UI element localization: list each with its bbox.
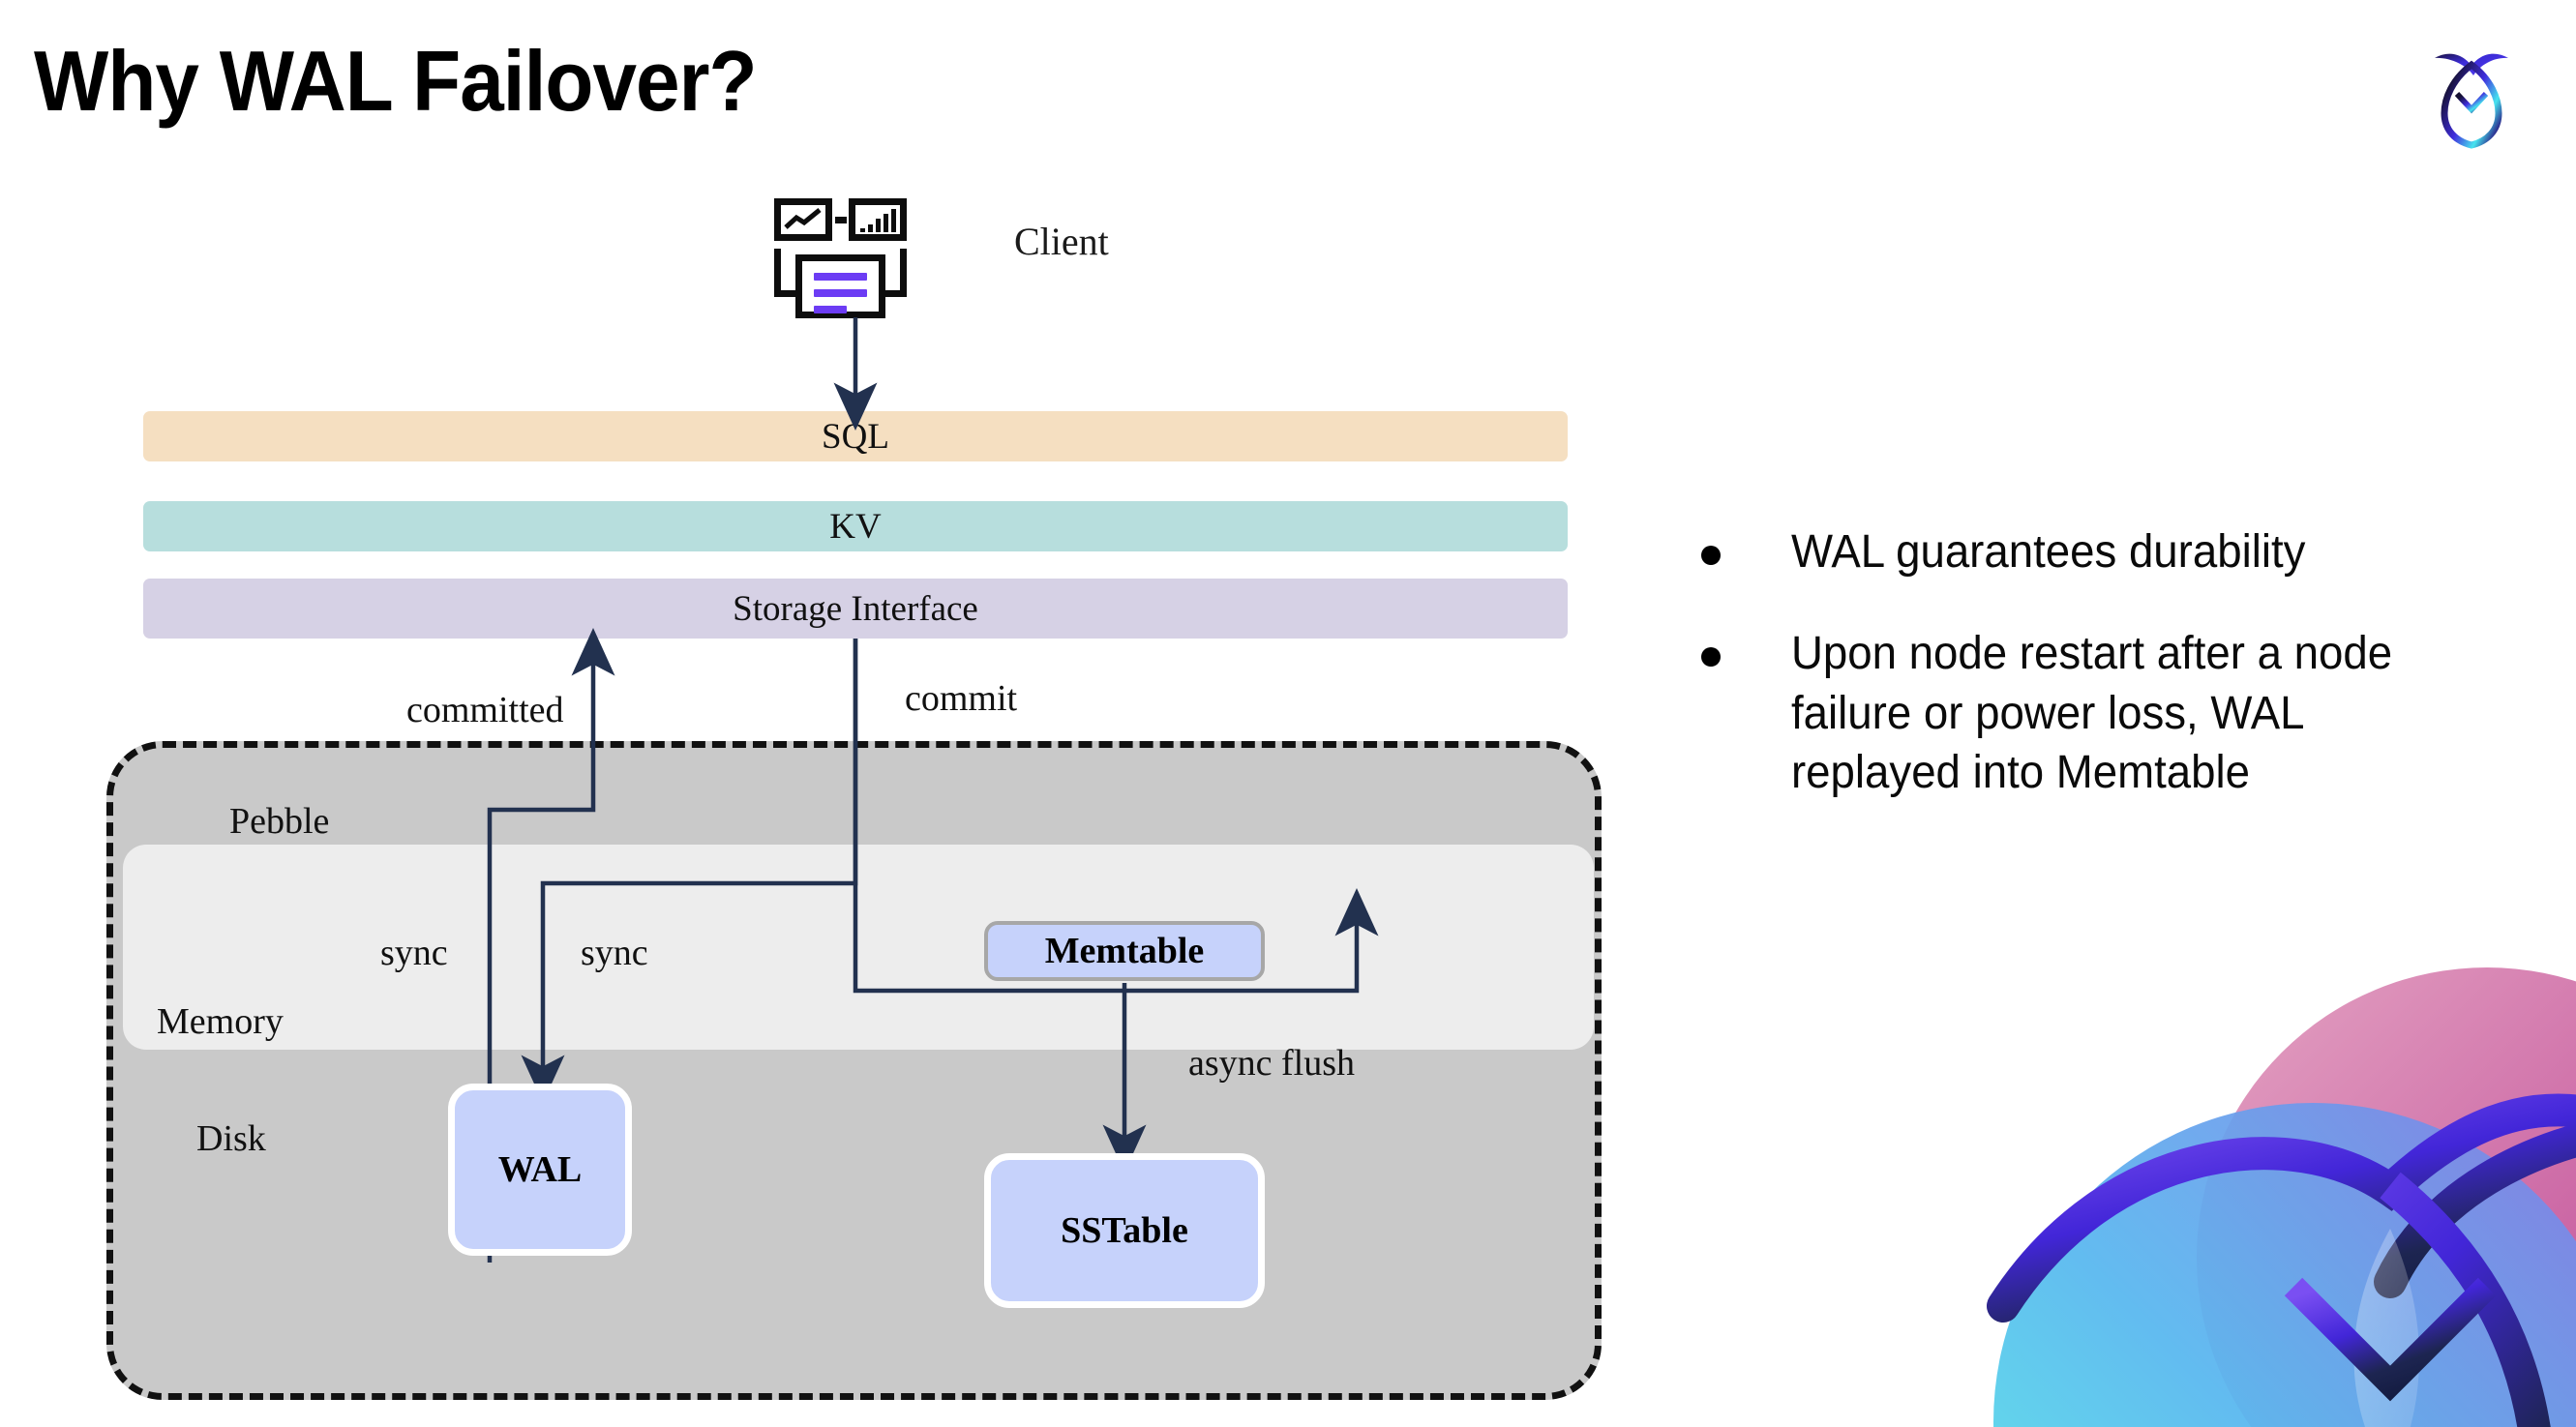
bullet-dot-icon xyxy=(1701,546,1721,565)
bullet-dot-icon xyxy=(1701,647,1721,668)
entity-box-memtable[interactable]: Memtable xyxy=(984,921,1265,981)
cockroachdb-watermark xyxy=(1974,900,2576,1427)
memory-label: Memory xyxy=(157,1001,284,1042)
entity-label-sstable: SSTable xyxy=(1061,1210,1188,1251)
list-item: WAL guarantees durability xyxy=(1701,522,2504,581)
entity-label-memtable: Memtable xyxy=(1044,931,1205,971)
entity-box-wal[interactable]: WAL xyxy=(448,1084,632,1256)
client-label: Client xyxy=(1014,220,1109,263)
edge-label-sync-left: sync xyxy=(380,933,448,973)
document-card-icon xyxy=(795,254,885,318)
edge-label-committed: committed xyxy=(406,690,564,730)
layer-bar-kv: KV xyxy=(143,501,1568,551)
list-item: Upon node restart after a node failure o… xyxy=(1701,624,2504,802)
pebble-label: Pebble xyxy=(229,801,330,842)
cockroachdb-logo xyxy=(2411,33,2531,153)
client-dashboard-icon xyxy=(774,198,929,318)
dash-separator-icon xyxy=(835,217,847,223)
bullet-text: Upon node restart after a node failure o… xyxy=(1791,628,2393,799)
disk-label: Disk xyxy=(196,1118,266,1159)
entity-box-sstable[interactable]: SSTable xyxy=(984,1153,1265,1308)
bullet-list: WAL guarantees durability Upon node rest… xyxy=(1701,522,2504,846)
layer-bar-sql: SQL xyxy=(143,411,1568,461)
bar-chart-icon xyxy=(849,198,907,241)
bracket-right-icon xyxy=(880,249,907,297)
bracket-left-icon xyxy=(774,249,801,297)
layer-label-sql: SQL xyxy=(822,416,889,457)
layer-label-kv: KV xyxy=(829,506,882,547)
line-chart-icon xyxy=(774,198,832,241)
edge-label-async-flush: async flush xyxy=(1188,1043,1356,1084)
edge-label-sync-right: sync xyxy=(581,933,648,973)
layer-label-storage-interface: Storage Interface xyxy=(733,588,978,629)
pebble-container: Pebble Memory Disk xyxy=(106,741,1602,1400)
memory-region xyxy=(123,845,1594,1050)
layer-bar-storage-interface: Storage Interface xyxy=(143,579,1568,639)
entity-label-wal: WAL xyxy=(497,1149,583,1190)
page-title: Why WAL Failover? xyxy=(34,33,758,129)
bullet-text: WAL guarantees durability xyxy=(1791,526,2306,578)
edge-label-commit: commit xyxy=(905,678,1018,719)
